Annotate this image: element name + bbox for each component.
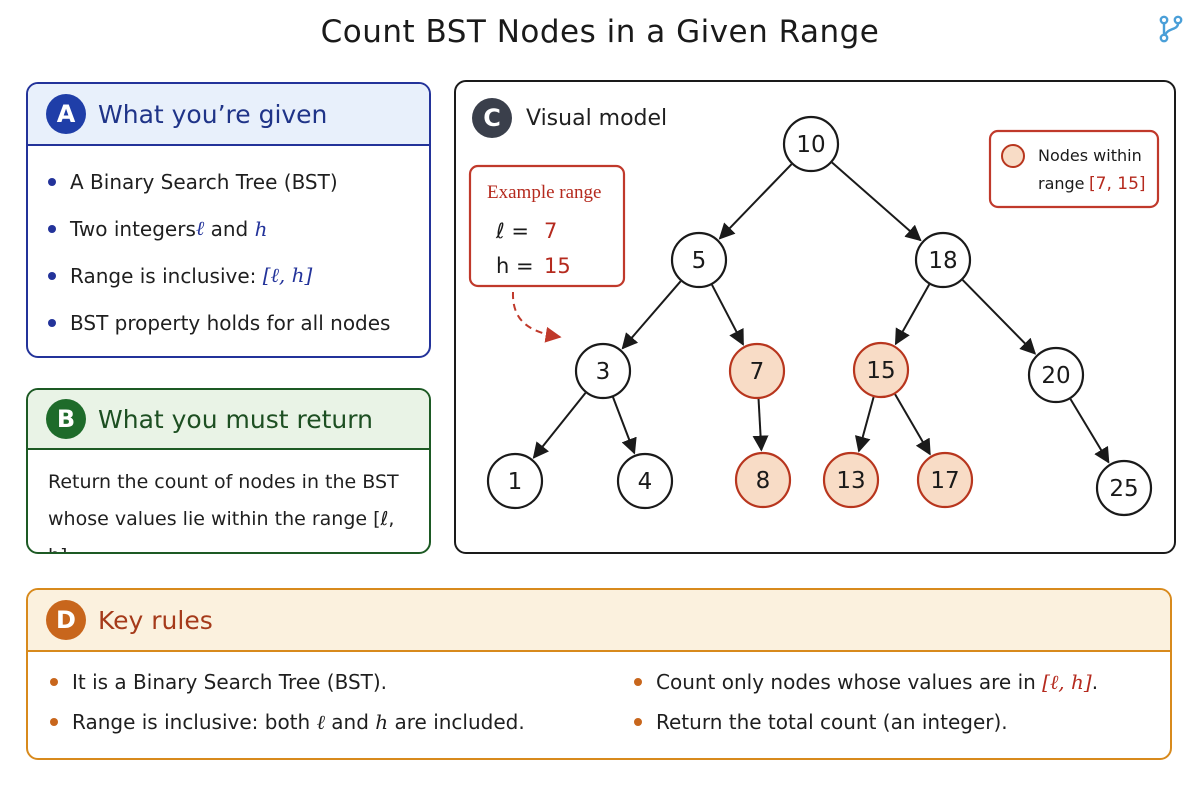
rule-is-bst: It is a Binary Search Tree (BST). [72, 670, 388, 694]
badge-a: A [46, 94, 86, 134]
bullet-dot-icon [48, 271, 56, 280]
return-panel-title: What you must return [98, 404, 373, 434]
list-item: Return the total count (an integer). [634, 702, 1098, 742]
key-rules-right-column: Count only nodes whose values are in [ℓ,… [634, 662, 1098, 742]
visual-model-title: Visual model [526, 105, 668, 131]
bullet-dot-icon [48, 224, 56, 233]
range-notation: [ℓ, h] [1042, 669, 1092, 694]
given-item-property: BST property holds for all nodes [70, 310, 391, 335]
symbol-h: h [254, 216, 268, 241]
rule-inclusive-end: are included. [388, 710, 525, 734]
visual-model-header: C Visual model [472, 98, 667, 138]
return-line-1: Return the count of nodes in the BST [48, 471, 399, 493]
return-panel-header: B What you must return [28, 390, 429, 450]
return-description: Return the count of nodes in the BST who… [28, 450, 429, 552]
symbol-l: ℓ [195, 216, 205, 240]
bullet-dot-icon [634, 678, 642, 686]
return-panel: B What you must return Return the count … [26, 388, 431, 554]
range-notation: [ℓ, h] [262, 263, 313, 287]
bullet-dot-icon [50, 678, 58, 686]
rule-count-end: . [1091, 670, 1099, 694]
key-rules-left-column: It is a Binary Search Tree (BST). Range … [50, 662, 634, 742]
key-rules-header: D Key rules [28, 590, 1170, 652]
bullet-dot-icon [48, 318, 56, 327]
given-list: A Binary Search Tree (BST) Two integers … [28, 146, 429, 346]
given-panel: A What you’re given A Binary Search Tree… [26, 82, 431, 358]
list-item: It is a Binary Search Tree (BST). [50, 662, 634, 702]
badge-b: B [46, 399, 86, 439]
list-item: Two integers ℓ and h [48, 205, 411, 252]
list-item: BST property holds for all nodes [48, 299, 411, 346]
key-rules-list: It is a Binary Search Tree (BST). Range … [28, 652, 1170, 742]
symbol-l: ℓ [316, 709, 325, 734]
key-rules-title: Key rules [98, 605, 213, 635]
list-item: Count only nodes whose values are in [ℓ,… [634, 662, 1098, 702]
rule-inclusive-text: Range is inclusive: both [72, 710, 317, 734]
badge-d: D [46, 600, 86, 640]
page-title: Count BST Nodes in a Given Range [320, 14, 880, 50]
given-item-inclusive-text: Range is inclusive: [70, 263, 263, 288]
symbol-h: h [375, 710, 389, 734]
list-item: Range is inclusive: both ℓ and h are inc… [50, 702, 634, 742]
git-branch-icon [1159, 15, 1183, 43]
visual-model-panel: C Visual model [454, 80, 1176, 554]
rule-return-total: Return the total count (an integer). [656, 710, 1008, 734]
bullet-dot-icon [48, 177, 56, 186]
badge-c: C [472, 98, 512, 138]
bullet-dot-icon [634, 718, 642, 726]
bullet-dot-icon [50, 718, 58, 726]
rule-count-text: Count only nodes whose values are in [656, 670, 1043, 694]
given-item-and: and [204, 216, 255, 241]
return-line-2: whose values lie within the range [ℓ, h]… [48, 508, 395, 552]
list-item: Range is inclusive: [ℓ, h] [48, 252, 411, 299]
given-item-integers-text: Two integers [70, 216, 196, 241]
given-panel-header: A What you’re given [28, 84, 429, 146]
given-item-bst: A Binary Search Tree (BST) [70, 169, 338, 194]
list-item: A Binary Search Tree (BST) [48, 158, 411, 205]
given-panel-title: What you’re given [98, 99, 328, 129]
key-rules-panel: D Key rules It is a Binary Search Tree (… [26, 588, 1172, 760]
rule-inclusive-and: and [324, 710, 376, 734]
